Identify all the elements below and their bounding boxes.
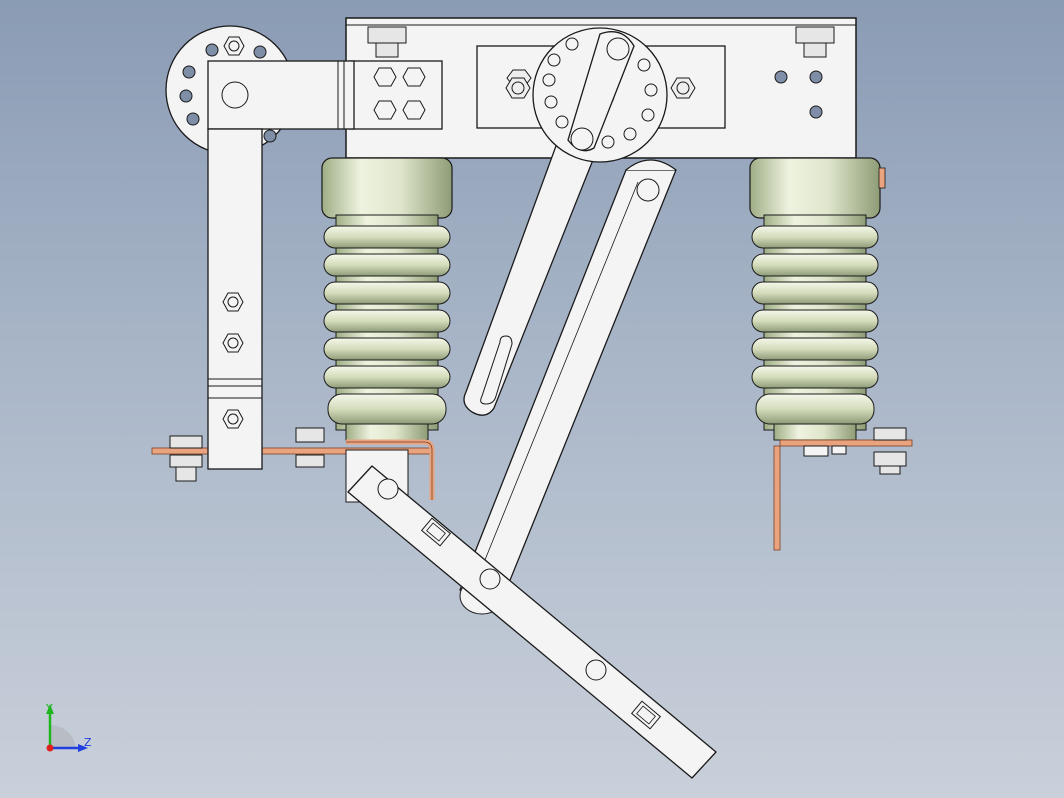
triad-plane-icon	[50, 724, 76, 748]
hex-nut-icon	[670, 77, 696, 99]
coordinate-triad[interactable]: Y Z	[45, 702, 92, 752]
lower-contact-arm	[347, 465, 717, 779]
triad-y-label: Y	[45, 702, 53, 715]
mount-hole-icon	[809, 70, 823, 84]
top-nut-right-icon	[795, 26, 835, 58]
x-axis-icon	[46, 744, 54, 752]
left-bracket	[349, 60, 443, 130]
bolt-icon	[873, 427, 907, 475]
mount-hole-icon	[809, 105, 823, 119]
left-insulator	[321, 157, 453, 441]
upper-wheel	[532, 27, 668, 163]
triad-z-label: Z	[84, 736, 92, 749]
top-nut-left-icon	[367, 26, 407, 58]
bolt-icon	[295, 427, 325, 468]
hex-nut-icon	[505, 77, 531, 99]
right-copper-terminal	[773, 439, 913, 551]
mount-hole-icon	[774, 70, 788, 84]
bolt-icon	[169, 435, 203, 482]
right-insulator	[749, 157, 886, 441]
left-vertical-arm	[207, 60, 355, 470]
